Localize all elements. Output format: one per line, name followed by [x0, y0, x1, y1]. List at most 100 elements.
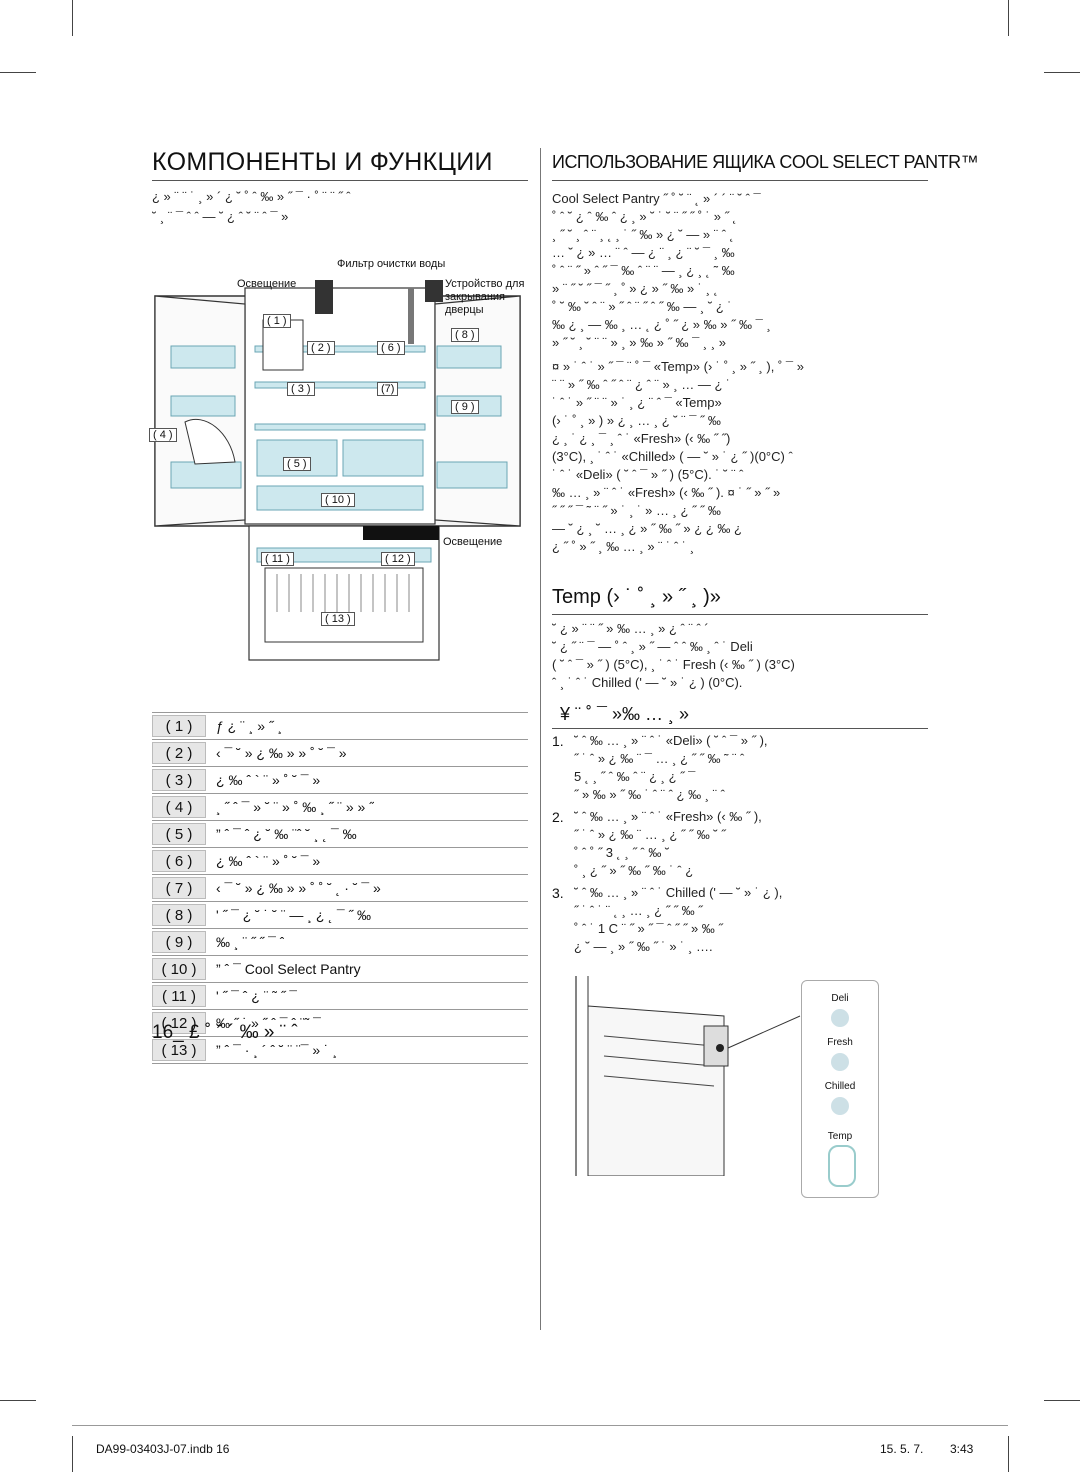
part-number: ( 6 )	[152, 850, 206, 872]
part-row: ( 10 ) ” ˆ ¯ Cool Select Pantry	[152, 956, 528, 983]
pantry-modes-description: ¤ » ˙ ˆ ˙ » ˝ ¯ ¨ ˚ ¯ «Temp» (› ˙ ˚ ¸ » …	[552, 358, 932, 556]
text-line: ˚ ˆ ˘ ¿ ˆ ‰ ˆ ¿ ¸ » ˘ ˙ ˘ ¨ ˝ ˝ ˚ ˙ » ˝ …	[552, 209, 737, 224]
section-title-pantry: ИСПОЛЬЗОВАНИЕ ЯЩИКА COOL SELECT PANTR™	[552, 152, 979, 172]
part-name: ' ˝ ¯ ˆ ¿ ¨ ˜ ˝ ¯	[216, 988, 298, 1004]
part-row: ( 8 ) ' ˝ ¯ ¿ ˘ ˙ ˘ ¨ — ¸ ¿ ˛ ¯ ˝ ‰	[152, 902, 528, 929]
part-number: ( 9 )	[152, 931, 206, 953]
part-number: ( 5 )	[152, 823, 206, 845]
part-name: ‰ ˝ ˙ » ˝ ˆ ¯ ˆ ¨˜ ¯	[216, 1015, 321, 1031]
callout-6: ( 6 )	[377, 341, 405, 355]
step-item: 3. ˘ ˆ ‰ … ¸ » ¨ ˆ ˙ Chilled (' — ˘ » ˙ …	[552, 884, 928, 956]
temp-button[interactable]	[828, 1145, 856, 1187]
part-number: ( 11 )	[152, 985, 206, 1007]
part-row: ( 13 ) ” ˆ ¯ · ¸ ´ ˆ ˘ ¨ ¨¯ » ˙ ¸	[152, 1037, 528, 1064]
deli-icon	[831, 1009, 849, 1027]
part-number: ( 10 )	[152, 958, 206, 980]
label-light-top: Освещение	[237, 278, 297, 290]
text-line: ˝ ˙ ˆ » ¿ ‰ ¨ … ¸ ¿ ˝ ˝ ‰ ˘ ˝	[574, 827, 726, 842]
part-number: ( 12 )	[152, 1012, 206, 1034]
part-row: ( 12 ) ‰ ˝ ˙ » ˝ ˆ ¯ ˆ ¨˜ ¯	[152, 1010, 528, 1037]
text-line: ˚ ˆ ˚ ˝ 3 ˛ ¸ ˝ ˆ ‰ ˘	[574, 845, 670, 860]
part-name: ƒ ¿ ¨ ¸ » ˝ ¸	[216, 718, 283, 734]
callout-11: ( 11 )	[261, 552, 294, 566]
part-number: ( 2 )	[152, 742, 206, 764]
part-row: ( 1 ) ƒ ¿ ¨ ¸ » ˝ ¸	[152, 712, 528, 740]
text-line: ˚ ¸ ¿ ˝ » ˝ ‰ ˝ ‰ ˙ ˆ ¿	[574, 863, 694, 878]
part-name: ¸ ˝ ˆ ¯ » ˘ ¨ » ˚ ‰ ¸ ˝ ¨ » » ˝	[216, 799, 374, 815]
part-name: ” ˆ ¯ ˆ ¿ ˘ ‰ ¨ˆ ˘ ¸ ˛ ¯ ‰	[216, 826, 357, 842]
steps-list: 1. ˘ ˆ ‰ … ¸ » ¨ ˆ ˙ «Deli» ( ˘ ˆ ¯ » ˝ …	[552, 732, 928, 956]
callout-13: ( 13 )	[321, 612, 355, 626]
text-line: ¸ ˝ ˘ ¸ ˆ ¨ ¸ ˛ ¸ ˙ ˝ ‰ » ¿ ˘ — » ¨ ˆ ˛	[552, 227, 734, 242]
text-line: » ¨ ˝ ˘ ˝ ¯ ˝ ¸ ˚ » ¿ » ˝ ‰ » ˙ ¸ ˛	[552, 281, 719, 296]
text-line: (3°C), ¸ ˙ ˆ ˙ «Chilled» ( — ˘ » ˙ ¿ ˝ )…	[552, 449, 793, 464]
print-date: 15. 5. 7.	[880, 1442, 924, 1456]
fridge-diagram: Фильтр очистки воды Освещение Устройство…	[145, 252, 530, 672]
part-row: ( 5 ) ” ˆ ¯ ˆ ¿ ˘ ‰ ¨ˆ ˘ ¸ ˛ ¯ ‰	[152, 821, 528, 848]
part-number: ( 8 )	[152, 904, 206, 926]
label-door-closer: Устройство для закрывания дверцы	[445, 278, 525, 316]
text-line: ¿ ˝ ˚ » ˝ ¸ ‰ … ¸ » ¨ ˙ ˆ ˙ ¸	[552, 539, 695, 554]
label-water-filter: Фильтр очистки воды	[337, 258, 446, 270]
text-line: — ˘ ¿ ¸ ˘ … ¸ ¿ » ˝ ‰ ˝ » ¿ ¿ ‰ ¿	[552, 521, 742, 536]
step-number: 1.	[552, 733, 564, 749]
part-name: ‰ ¸ ¨ ˝ ˝ ¯ ˆ	[216, 934, 285, 950]
text-line: ( ˘ ˆ ¯ » ˝ ) (5°C), ¸ ˙ ˆ ˙ Fresh (‹ ‰ …	[552, 657, 795, 672]
step-item: 1. ˘ ˆ ‰ … ¸ » ¨ ˆ ˙ «Deli» ( ˘ ˆ ¯ » ˝ …	[552, 732, 928, 804]
text-line: ˘ ˆ ‰ … ¸ » ¨ ˆ ˙ «Fresh» (‹ ‰ ˝ ),	[574, 809, 762, 824]
text-line: 5 ˛ ¸ ˝ ˆ ‰ ˆ ¨ ¿ ¸ ¿ ˝ ¯	[574, 769, 696, 784]
part-row: ( 2 ) ‹ ¯ ˘ » ¿ ‰ » » ˚ ˘ ¯ »	[152, 740, 528, 767]
page-footer: 16_ £ ˚ ˘ ´ ‰ » ¨ ˆ	[152, 1022, 298, 1043]
text-line: ¿ ¸ ˙ ¿ ¸ ¯ ¸ ˆ ˙ «Fresh» (‹ ‰ ˝ ˝)	[552, 431, 731, 446]
text-line: ˚ ˘ ‰ ˘ ˆ ¨ » ˝ ˆ ¨ ˝ ˆ ˝ ‰ — ¸ ˘ ¿ ˙	[552, 299, 732, 314]
drawer-drawing	[575, 976, 801, 1177]
chilled-label: Chilled	[824, 1081, 856, 1092]
fresh-label: Fresh	[827, 1037, 853, 1048]
text-line: » ˝ ˘ ¸ ˘ ¨ ¨ » ¸ » ‰ » ˝ ‰ ¯ ¸ ¸ »	[552, 335, 727, 350]
text-line: ˝ ˙ ˆ ˙ ¨ ˛ ¸ … ¸ ¿ ˝ ˝ ‰ ˝	[574, 903, 703, 918]
part-number: ( 3 )	[152, 769, 206, 791]
step-number: 2.	[552, 809, 564, 825]
callout-8: ( 8 )	[451, 328, 479, 342]
text-line: ˝ » ‰ » ˝ ‰ ˙ ˆ ¨ ˆ ¿ ‰ ¸ ¨ ˆ	[574, 787, 725, 802]
text-line: ˚ ˆ ¨ ˝ » ˆ ˝ ¯ ‰ ˆ ¨ ¨ — ¸ ¿ ¸ ˛ ˜ ‰	[552, 263, 735, 278]
callout-12: ( 12 )	[381, 552, 415, 566]
part-row: ( 7 ) ‹ ¯ ˘ » ¿ ‰ » » ˚ ˚ ˘ ˛ · ˘ ¯ »	[152, 875, 528, 902]
text-line: ¿ ˘ — ¸ » ˝ ‰ ˝ ˙ » ˙ ¸ ….	[574, 939, 713, 954]
text-line: ˙ ˆ ˙ «Deli» ( ˘ ˆ ¯ » ˝ ) (5°C). ˙ ˘ ¨ …	[552, 467, 744, 482]
callout-7: (7)	[377, 382, 399, 396]
part-name: ” ˆ ¯ · ¸ ´ ˆ ˘ ¨ ¨¯ » ˙ ¸	[216, 1042, 338, 1058]
steps-heading: ¥ ¨ ˚ ¯ »‰ … ¸ »	[560, 704, 689, 724]
callout-4: ( 4 )	[149, 428, 177, 442]
text-line: ˘ ˆ ‰ … ¸ » ¨ ˆ ˙ «Deli» ( ˘ ˆ ¯ » ˝ ),	[574, 733, 768, 748]
part-number: ( 13 )	[152, 1039, 206, 1061]
pantry-drawer-illustration	[574, 976, 874, 1177]
text-line: … ˘ ¿ » … ¨ ˆ — ¿ ¨ ¸ ¿ ¨ ˘ ¯ ¸ ‰	[552, 245, 735, 260]
intro-line-1: ¿ » ¨ ¨ ˙ ¸ » ´ ¿ ˘ ˚ ˆ ‰ » ˝ ¯ · ˚ ¨ ¨ …	[152, 189, 351, 204]
callout-3: ( 3 )	[287, 382, 315, 396]
callout-9: ( 9 )	[451, 400, 479, 414]
part-name: ¿ ‰ ˆ ` ¨ » ˚ ˘ ¯ »	[216, 772, 321, 788]
chilled-icon	[831, 1097, 849, 1115]
text-line: ˘ ˆ ‰ … ¸ » ¨ ˆ ˙ Chilled (' — ˘ » ˙ ¿ )…	[574, 885, 783, 900]
callout-2: ( 2 )	[307, 341, 335, 355]
part-name: ' ˝ ¯ ¿ ˘ ˙ ˘ ¨ — ¸ ¿ ˛ ¯ ˝ ‰	[216, 907, 371, 923]
print-time: 3:43	[950, 1442, 974, 1456]
callout-1: ( 1 )	[263, 314, 291, 328]
temp-description: ˘ ¿ » ¨ ¨ ˝ » ‰ … ¸ » ¿ ˆ ¨ ˆ ´ ˘ ¿ ˝ ¨ …	[552, 620, 928, 692]
part-name: ” ˆ ¯ Cool Select Pantry	[216, 961, 361, 977]
text-line: ˘ ¿ » ¨ ¨ ˝ » ‰ … ¸ » ¿ ˆ ¨ ˆ ´	[552, 621, 709, 636]
text-line: ˚ ˆ ˙ 1 C ¨ ˝ » ˝ ¯ ˆ ˝ ˝ » ‰ ˝	[574, 921, 723, 936]
step-item: 2. ˘ ˆ ‰ … ¸ » ¨ ˆ ˙ «Fresh» (‹ ‰ ˝ ), ˝…	[552, 808, 928, 880]
temp-label: Temp	[827, 1131, 853, 1142]
part-row: ( 9 ) ‰ ¸ ¨ ˝ ˝ ¯ ˆ	[152, 929, 528, 956]
text-line: ˝ ˝ ˝ ¯ ˜ ¨ ˝ » ˙ ¸ ˙ » … ¸ ¿ ˝ ˝ ‰	[552, 503, 721, 518]
part-name: ‹ ¯ ˘ » ¿ ‰ » » ˚ ˘ ¯ »	[216, 745, 347, 761]
part-row: ( 4 ) ¸ ˝ ˆ ¯ » ˘ ¨ » ˚ ‰ ¸ ˝ ¨ » » ˝	[152, 794, 528, 821]
temp-heading: Temp (› ˙ ˚ ¸ » ˝ ¸ )»	[552, 586, 721, 608]
step-number: 3.	[552, 885, 564, 901]
text-line: ˘ ¿ ˝ ¨ ¯ — ˚ ˆ ¸ » ˝ — ˆ ˆ ‰ ¸ ˆ ˙ Deli	[552, 639, 753, 654]
text-line: ˆ ¸ ˙ ˆ ˙ Chilled (' — ˘ » ˙ ¿ ) (0°C).	[552, 675, 743, 690]
part-name: ‹ ¯ ˘ » ¿ ‰ » » ˚ ˚ ˘ ˛ · ˘ ¯ »	[216, 880, 381, 896]
